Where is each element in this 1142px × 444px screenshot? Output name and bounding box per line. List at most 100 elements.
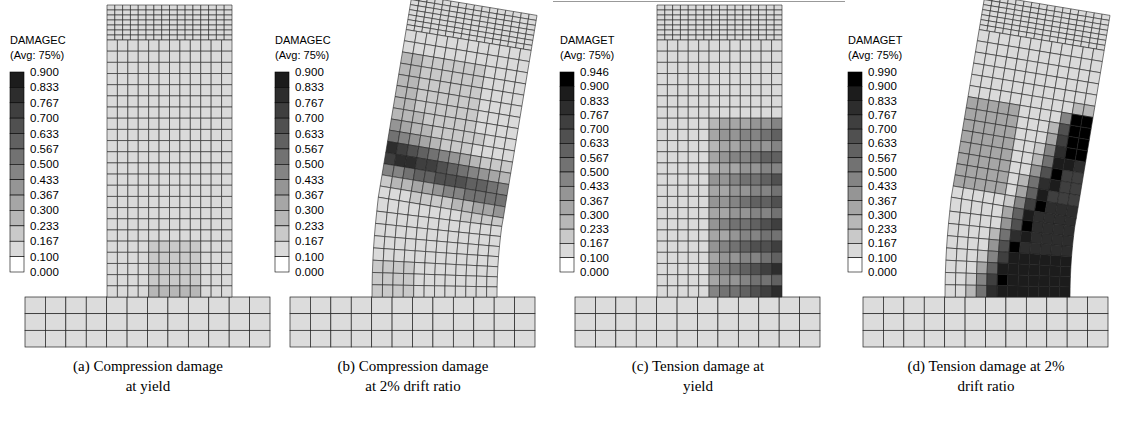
column-element [154,5,162,10]
column-element [211,118,221,129]
column-element [211,230,221,241]
column-element [699,85,709,96]
column-element [432,57,444,70]
column-element [974,178,986,191]
legend-value: 0.233 [580,222,609,236]
column-element [1049,179,1061,192]
column-element [678,241,688,252]
column-element [709,163,719,174]
column-element [180,141,190,152]
legend-title: DAMAGEC [275,33,331,47]
foundation-element [698,314,718,331]
column-element [420,67,432,80]
column-element [688,35,696,40]
column-element [149,51,159,62]
column-element [170,30,178,35]
column-element [1043,86,1055,99]
column-element [699,286,709,297]
column-element [772,96,782,107]
column-element [699,275,709,286]
column-element [486,181,498,194]
legend-band [275,180,289,195]
column-element [159,196,169,207]
column-element [216,5,224,10]
column-element [1038,178,1050,191]
column-element [211,163,221,174]
foundation-element [494,330,514,347]
column-element [751,118,761,129]
foundation-element [25,297,45,314]
column-element [170,5,178,10]
column-element [117,141,127,152]
column-element [107,141,117,152]
foundation-element [863,330,883,347]
column-element [421,55,433,68]
foundation-element [188,330,208,347]
column-element [699,263,709,274]
column-element [740,241,750,252]
column-element [201,152,211,163]
column-element [185,35,193,40]
column-element [740,208,750,219]
column-element [419,135,431,148]
column-element [149,74,159,85]
column-element [507,58,519,71]
column-element [461,74,473,87]
column-element [117,163,127,174]
column-element [761,263,771,274]
column-element [201,62,211,73]
foundation-element [924,330,944,347]
column-element [519,49,531,62]
column-element [688,174,698,185]
column-element [761,185,771,196]
column-element [657,85,667,96]
column-element [180,219,190,230]
column-element [434,172,446,185]
column-element [730,163,740,174]
column-element [657,51,667,62]
column-element [475,122,487,135]
column-mesh [107,5,232,297]
column-element [699,219,709,230]
column-element [678,196,688,207]
foundation-element [453,330,473,347]
column-element [393,97,405,110]
column-element [772,62,782,73]
column-element [966,285,977,297]
column-element [678,129,688,140]
legend-value: 0.500 [30,157,59,171]
column-mesh [372,0,537,297]
legend-value: 0.167 [295,234,324,248]
column-element [1009,35,1021,48]
column-element [149,252,159,263]
column-element [1058,123,1070,136]
column-element [483,135,495,148]
column-element [414,262,425,274]
legend-value: 0.300 [30,203,59,217]
foundation-element [453,314,473,331]
column-element [177,10,185,15]
column-element [1008,104,1020,117]
column-element [128,286,138,297]
column-element [149,219,159,230]
column-element [712,30,720,35]
column-element [1030,165,1042,178]
column-element [470,86,482,99]
column-element [115,25,123,30]
legend-value: 0.233 [868,222,897,236]
column-element [1071,45,1083,58]
column-element [1036,189,1048,202]
column-element [420,193,432,206]
column-element [991,204,1003,217]
column-element [980,145,992,158]
column-element [1067,136,1079,149]
column-element [735,20,743,25]
column-element [424,102,436,115]
column-element [159,40,169,51]
column-element [190,286,200,297]
column-element [117,40,127,51]
column-element [956,261,967,273]
column-element [1090,60,1102,73]
column-element [977,250,988,262]
column-element [149,40,159,51]
